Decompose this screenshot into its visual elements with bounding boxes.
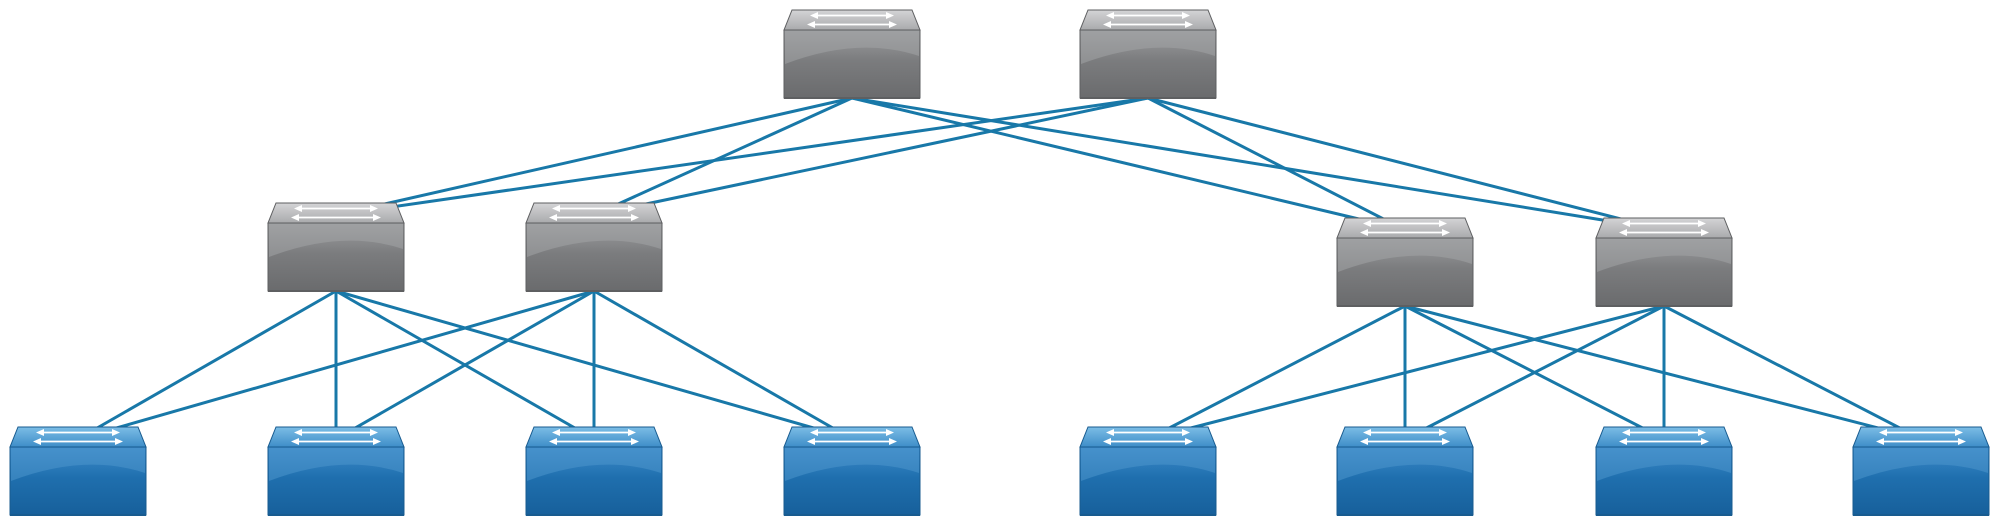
link-core-1-to-agg-4: [851, 96, 1665, 232]
link-core-2-to-agg-1: [335, 96, 1149, 217]
gray-switch-icon[interactable]: [783, 9, 921, 99]
switch-arrows-icon: [549, 205, 639, 221]
link-core-1-to-agg-3: [851, 96, 1406, 232]
link-agg-4-to-access-6: [1404, 304, 1665, 441]
switch-arrows-icon: [291, 205, 381, 221]
link-core-1-to-agg-1: [335, 96, 853, 217]
blue-switch-icon[interactable]: [783, 426, 921, 516]
switch-arrows-icon: [1360, 220, 1450, 236]
gray-switch-icon[interactable]: [1595, 217, 1733, 307]
switch-arrows-icon: [1360, 429, 1450, 445]
switch-arrows-icon: [1619, 429, 1709, 445]
link-agg-2-to-access-1: [77, 289, 595, 441]
link-core-1-to-agg-2: [593, 96, 853, 217]
switch-arrows-icon: [291, 429, 381, 445]
link-agg-2-to-access-2: [335, 289, 595, 441]
switch-arrows-icon: [1619, 220, 1709, 236]
blue-switch-icon[interactable]: [525, 426, 663, 516]
link-core-2-to-agg-3: [1147, 96, 1406, 232]
links-layer: [77, 96, 1922, 441]
link-agg-4-to-access-5: [1147, 304, 1665, 441]
link-agg-2-to-access-4: [593, 289, 853, 441]
blue-switch-icon[interactable]: [1852, 426, 1990, 516]
link-core-2-to-agg-4: [1147, 96, 1665, 232]
switch-arrows-icon: [807, 12, 897, 28]
switch-arrows-icon: [1103, 12, 1193, 28]
link-core-2-to-agg-2: [593, 96, 1149, 217]
switch-arrows-icon: [33, 429, 123, 445]
gray-switch-icon[interactable]: [525, 202, 663, 292]
link-agg-3-to-access-5: [1147, 304, 1406, 441]
link-agg-1-to-access-1: [77, 289, 337, 441]
link-agg-4-to-access-8: [1663, 304, 1922, 441]
switch-arrows-icon: [1876, 429, 1966, 445]
blue-switch-icon[interactable]: [1595, 426, 1733, 516]
blue-switch-icon[interactable]: [267, 426, 405, 516]
blue-switch-icon[interactable]: [9, 426, 147, 516]
switch-arrows-icon: [549, 429, 639, 445]
switches-layer: [9, 9, 1990, 516]
blue-switch-icon[interactable]: [1336, 426, 1474, 516]
blue-switch-icon[interactable]: [1079, 426, 1217, 516]
gray-switch-icon[interactable]: [267, 202, 405, 292]
switch-arrows-icon: [807, 429, 897, 445]
gray-switch-icon[interactable]: [1336, 217, 1474, 307]
switch-arrows-icon: [1103, 429, 1193, 445]
gray-switch-icon[interactable]: [1079, 9, 1217, 99]
